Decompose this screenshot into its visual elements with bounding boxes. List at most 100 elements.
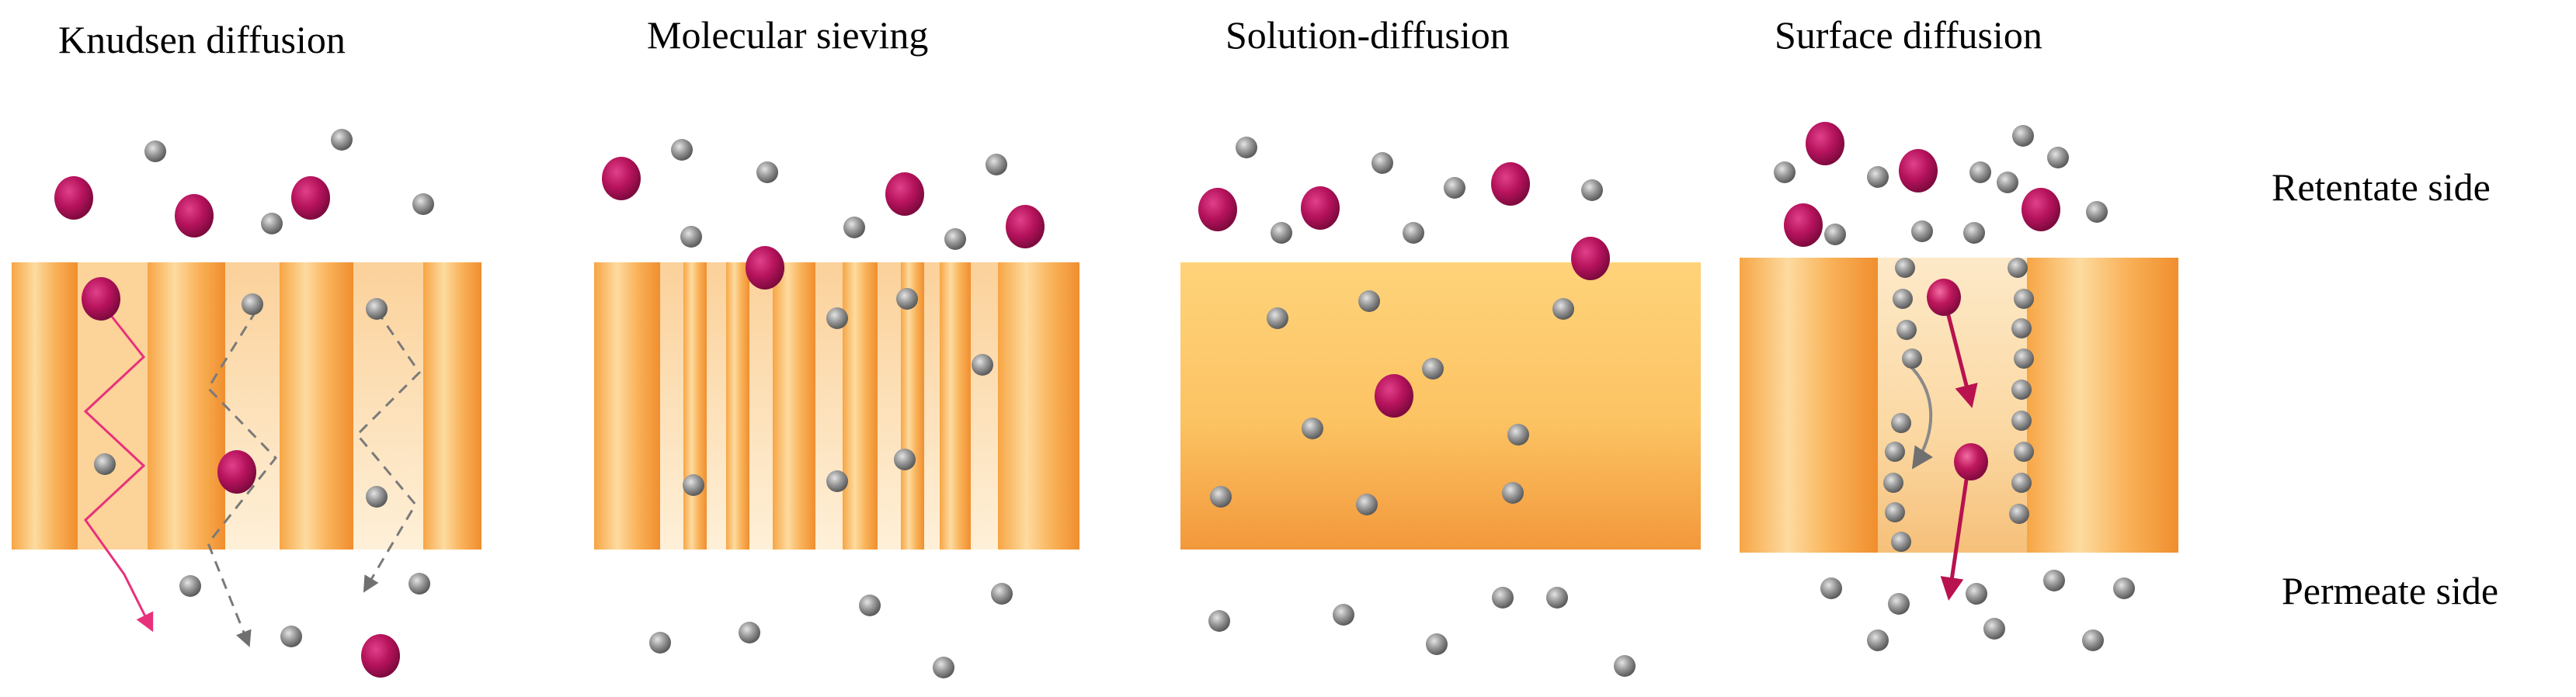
knudsen-small-molecule [366, 486, 388, 508]
knudsen-large-molecule [291, 176, 330, 220]
sieving-small-molecule [671, 139, 693, 161]
adsorbed-molecule-left-wall [1896, 320, 1917, 340]
panel-title-molecular-sieving: Molecular sieving [647, 13, 928, 57]
solution-small-molecule [1552, 298, 1574, 320]
solution-small-molecule [1271, 222, 1292, 244]
surface-gray-curved-arrow [1907, 363, 1934, 470]
knudsen-zigzag-path [83, 302, 154, 633]
sieving-small-molecule [826, 307, 848, 329]
adsorbed-molecule-left-wall [1893, 289, 1913, 309]
sieving-small-molecule [756, 161, 778, 183]
sieving-small-molecule [944, 228, 966, 250]
knudsen-large-molecule [54, 176, 93, 220]
knudsen-small-molecule [412, 193, 434, 215]
solution-small-molecule [1546, 587, 1568, 609]
adsorbed-molecule-left-wall [1883, 473, 1903, 493]
sieving-small-molecule [986, 154, 1007, 175]
surface-small-molecule [1983, 618, 2005, 640]
solution-small-molecule [1333, 604, 1354, 626]
knudsen-small-molecule [261, 213, 283, 234]
surface-large-molecule [1899, 149, 1938, 192]
surface-small-molecule [1888, 593, 1910, 615]
surface-small-molecule [2113, 577, 2135, 599]
adsorbed-molecule-right-wall [2009, 504, 2029, 524]
surface-large-molecule [1806, 122, 1844, 165]
solution-large-molecule [1571, 237, 1610, 280]
surface-small-molecule [1963, 222, 1985, 244]
solution-small-molecule [1267, 307, 1288, 329]
adsorbed-molecule-right-wall [2014, 348, 2034, 369]
surface-small-molecule [1997, 172, 2018, 193]
knudsen-small-molecule [366, 298, 388, 320]
knudsen-dashed-path-1 [207, 310, 277, 647]
knudsen-small-molecule [280, 626, 302, 647]
panel-title-solution-diffusion: Solution-diffusion [1225, 13, 1510, 57]
solution-small-molecule [1236, 137, 1257, 158]
adsorbed-molecule-right-wall [2008, 258, 2028, 278]
solution-small-molecule [1426, 633, 1448, 655]
knudsen-large-molecule [175, 194, 214, 238]
retentate-side-label: Retentate side [2272, 165, 2491, 209]
sieving-small-molecule [972, 354, 993, 376]
knudsen-small-molecule [242, 293, 263, 315]
surface-small-molecule [2047, 147, 2069, 168]
sieving-small-molecule [896, 288, 918, 310]
adsorbed-molecule-left-wall [1885, 502, 1905, 522]
surface-small-molecule [1820, 577, 1842, 599]
molecular-sieving-membrane [594, 262, 1079, 550]
solution-small-molecule [1422, 358, 1444, 380]
adsorbed-molecule-left-wall [1902, 348, 1922, 369]
sieving-small-molecule [680, 226, 702, 248]
adsorbed-molecule-right-wall [2011, 473, 2032, 493]
adsorbed-molecule-right-wall [2011, 318, 2032, 338]
panel-title-surface-diffusion: Surface diffusion [1775, 13, 2042, 57]
surface-small-molecule [2043, 570, 2065, 591]
adsorbed-molecule-right-wall [2014, 442, 2034, 462]
knudsen-large-molecule [217, 450, 256, 494]
adsorbed-molecule-left-wall [1885, 442, 1905, 462]
surface-small-molecule [1911, 220, 1933, 242]
knudsen-small-molecule [179, 575, 201, 597]
surface-large-molecule [1784, 203, 1823, 247]
knudsen-dashed-path-2 [355, 310, 421, 593]
solution-large-molecule [1491, 162, 1530, 206]
sieving-small-molecule [683, 474, 704, 496]
knudsen-small-molecule [94, 453, 116, 475]
panel-title-knudsen: Knudsen diffusion [58, 18, 346, 61]
sieving-large-molecule [746, 246, 784, 290]
permeate-side-label: Permeate side [2282, 569, 2498, 612]
sieving-small-molecule [739, 622, 760, 643]
solution-large-molecule [1375, 374, 1413, 418]
adsorbed-molecule-left-wall [1895, 258, 1915, 278]
adsorbed-molecule-right-wall [2011, 411, 2032, 431]
sieving-small-molecule [826, 470, 848, 492]
solution-large-molecule [1301, 186, 1340, 230]
surface-small-molecule [2082, 629, 2104, 651]
knudsen-small-molecule [144, 140, 166, 162]
knudsen-small-molecule [408, 573, 430, 595]
sieving-large-molecule [1006, 205, 1045, 248]
surface-small-molecule [1966, 583, 1987, 605]
sieving-large-molecule [885, 172, 924, 216]
sieving-large-molecule [602, 157, 641, 200]
solution-small-molecule [1356, 494, 1378, 515]
surface-small-molecule [2012, 125, 2034, 147]
molecules-layer [54, 122, 2135, 678]
solution-small-molecule [1210, 486, 1232, 508]
adsorbed-molecule-right-wall [2014, 289, 2034, 309]
surface-small-molecule [1867, 629, 1889, 651]
solution-small-molecule [1403, 222, 1424, 244]
solution-small-molecule [1614, 655, 1636, 677]
surface-path-arrow-2 [1940, 463, 1971, 601]
adsorbed-molecule-left-wall [1891, 532, 1911, 552]
sieving-small-molecule [649, 632, 671, 654]
surface-small-molecule [1824, 224, 1846, 245]
surface-permeating-molecule [1954, 443, 1988, 480]
knudsen-large-molecule [82, 277, 120, 321]
surface-small-molecule [1774, 161, 1796, 183]
solution-small-molecule [1371, 152, 1393, 174]
adsorbed-molecule-left-wall [1891, 413, 1911, 433]
solution-small-molecule [1444, 177, 1465, 199]
knudsen-small-molecule [331, 129, 353, 151]
